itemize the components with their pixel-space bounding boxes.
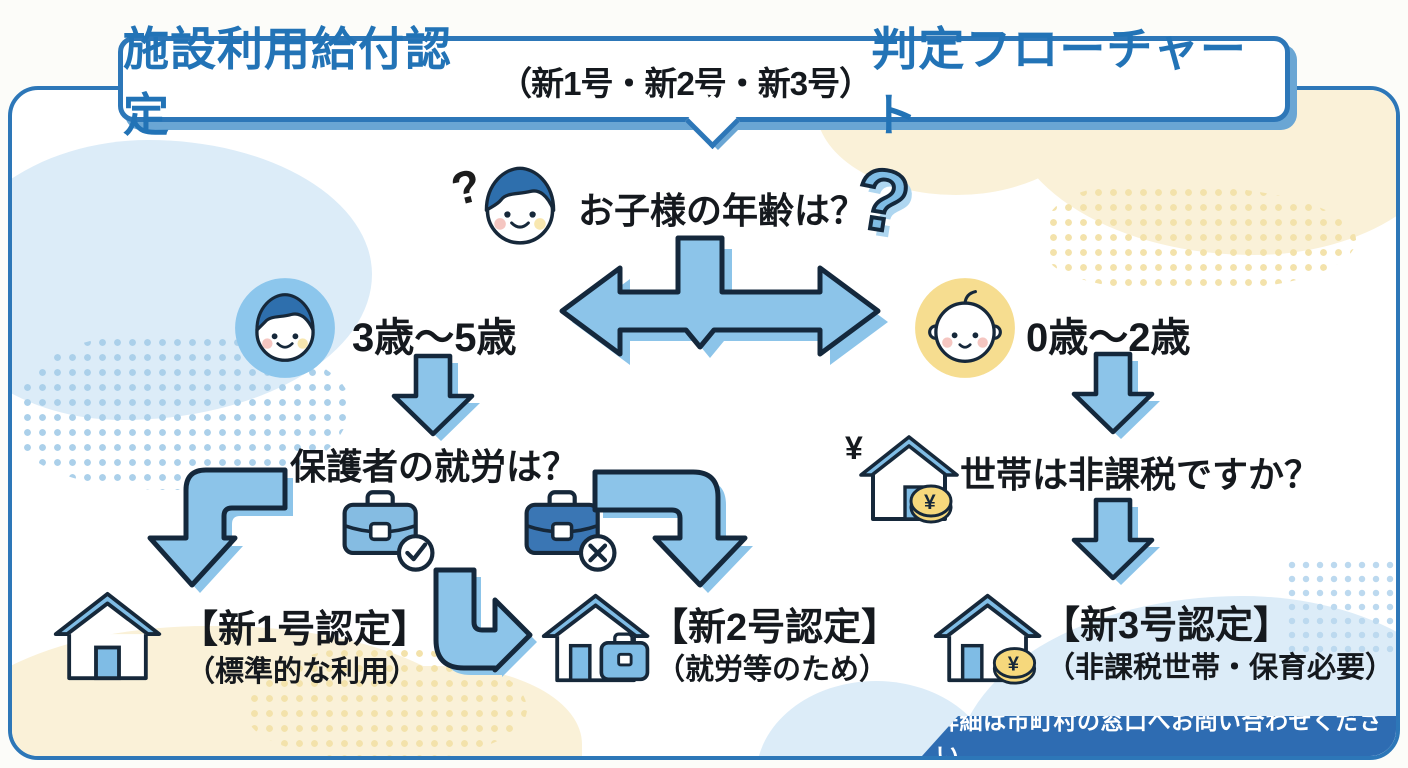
coin-icon: ¥ — [909, 484, 953, 524]
svg-text:¥: ¥ — [924, 491, 936, 514]
elbow-arrow-left — [147, 467, 293, 593]
boy-circle-icon — [235, 278, 335, 378]
briefcase-icon — [599, 632, 650, 682]
halftone-dots-decoration — [1046, 185, 1356, 290]
result-shin1-title: 【新1号認定】 — [180, 609, 430, 651]
title-paren: （新1号・新2号・新3号） — [499, 65, 872, 102]
result-shin3-title: 【新3号認定】 — [1042, 605, 1292, 647]
baby-circle-icon — [915, 278, 1015, 378]
svg-text:¥: ¥ — [1008, 654, 1020, 676]
age-right-label: 0歳〜2歳 — [1026, 316, 1191, 360]
boy-face-icon — [484, 166, 556, 245]
result-shin2-note: （就労等のため） — [656, 654, 889, 686]
coin-icon: ¥ — [992, 647, 1037, 685]
check-icon — [405, 542, 428, 562]
result-shin2-title: 【新2号認定】 — [650, 607, 900, 649]
age-left-label: 3歳〜5歳 — [352, 316, 517, 360]
title-suffix: 判定フローチャート — [871, 23, 1247, 141]
house-icon — [53, 591, 162, 681]
elbow-arrow-down-right — [433, 567, 537, 677]
cross-icon — [588, 543, 608, 563]
down-arrow — [1071, 351, 1160, 439]
down-arrow — [391, 353, 480, 441]
house-tax-icon: ¥ ¥ — [845, 430, 959, 524]
halftone-dots-decoration — [1285, 558, 1396, 653]
result-shin3-note: （非課税世帯・保育必要） — [1046, 652, 1395, 684]
briefcase-ng-icon — [524, 490, 617, 572]
down-arrow — [1071, 497, 1160, 585]
title-main: 施設利用給付認定 — [123, 23, 452, 141]
elbow-arrow-right — [592, 469, 753, 593]
footer-note-banner: 詳細は市町村の窓口へお問い合わせください。 — [922, 716, 1396, 756]
flowchart-card: 詳細は市町村の窓口へお問い合わせください。 — [8, 86, 1400, 760]
yen-icon: ¥ — [845, 430, 863, 466]
result-shin1-note: （標準的な利用） — [186, 656, 419, 688]
footer-note: 詳細は市町村の窓口へお問い合わせください。 — [936, 708, 1383, 760]
age-question: お子様の年齢は？ — [578, 190, 867, 231]
split-arrow — [559, 235, 888, 365]
work-question: 保護者の就労は？ — [290, 446, 579, 487]
tax-question: 世帯は非課税ですか？ — [960, 454, 1321, 495]
house-briefcase-icon — [541, 593, 650, 683]
house-coin-icon: ¥ — [933, 593, 1042, 685]
briefcase-ok-icon — [342, 490, 435, 572]
